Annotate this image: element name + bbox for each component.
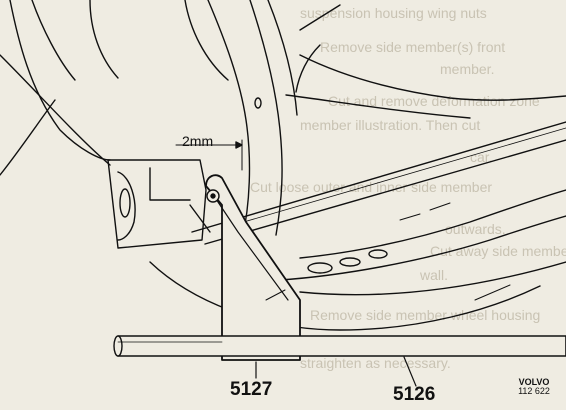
wheel-housing — [299, 261, 566, 296]
brand-name: VOLVO — [518, 377, 550, 387]
part-number-label: 5127 — [230, 379, 273, 400]
wheel-arch-outline — [89, 0, 119, 79]
bleed-through-text: member illustration. Then cut — [300, 117, 481, 133]
bleed-through-text: straighten as necessary. — [300, 355, 451, 371]
curved-body-panel — [207, 0, 251, 241]
side-member — [299, 189, 566, 259]
tube-end — [113, 335, 123, 357]
mounting-bracket — [117, 171, 136, 241]
side-member — [191, 121, 566, 233]
detail-stroke — [399, 202, 451, 221]
dimension-arrow — [235, 141, 243, 149]
side-member — [229, 127, 566, 227]
curved-body-panel — [267, 0, 298, 116]
part-number-label: 5126 — [393, 384, 436, 405]
bleed-through-text: suspension housing wing nuts — [300, 5, 487, 21]
wheel-arch-outline — [31, 0, 76, 81]
member-hole — [254, 97, 262, 109]
wheel-housing — [149, 261, 541, 331]
bracket-hole — [119, 188, 131, 218]
wheel-arch-outline — [9, 0, 111, 161]
leader-5126 — [403, 356, 417, 387]
bleed-through-text: wall. — [420, 267, 449, 283]
bleed-through-text: car. — [470, 149, 493, 165]
mounting-bracket — [107, 159, 207, 249]
brand-mark: VOLVO 112 622 — [509, 377, 559, 397]
body-panel-line — [299, 54, 566, 101]
mounting-bracket — [189, 204, 211, 233]
body-panel-line — [295, 44, 321, 93]
curved-body-panel — [249, 0, 283, 236]
bleed-through-text: Cut and remove deformation zone — [328, 93, 540, 109]
mounting-bracket — [149, 167, 191, 201]
member-hole — [339, 257, 361, 267]
bleed-through-text: member. — [440, 61, 495, 77]
fender-outline — [0, 99, 56, 176]
member-hole — [307, 262, 333, 274]
wheel-arch-outline — [184, 0, 229, 81]
side-member — [204, 139, 566, 245]
tube-5126 — [117, 335, 566, 357]
bleed-through-text: Remove side member wheel housing — [310, 307, 541, 323]
detail-stroke — [265, 284, 511, 301]
body-panel-line — [285, 94, 471, 119]
fender-outline — [0, 54, 111, 166]
body-panel-line — [299, 4, 341, 31]
bleed-through-text: Cut loose outer and inner side member — [250, 179, 493, 195]
member-hole — [368, 249, 388, 259]
fixture-5127 — [205, 174, 301, 361]
bleed-through-text: Remove side member(s) front — [320, 39, 506, 55]
side-member — [279, 215, 566, 281]
figure-number: 112 622 — [518, 386, 550, 397]
dimension-label: 2mm — [182, 133, 214, 149]
fixture-5127 — [213, 195, 289, 301]
fixture-bolt — [210, 193, 216, 199]
